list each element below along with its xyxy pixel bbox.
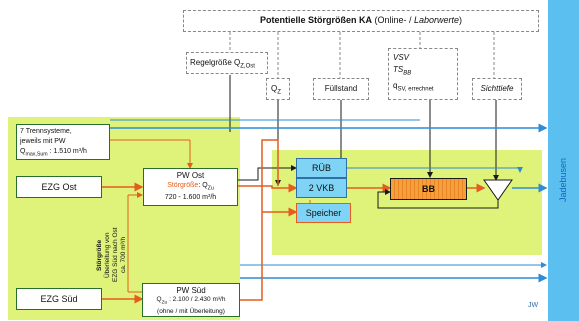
sensor-vsv-ts-qsv: VSV TSBB qSV, errechnet bbox=[388, 48, 458, 100]
header-box: Potentielle Störgrößen KA (Online- / Lab… bbox=[183, 10, 539, 32]
sensor-qz: QZ bbox=[266, 78, 290, 100]
trennsysteme-box: 7 Trennsysteme, jeweils mit PW Qmax,Sum … bbox=[16, 124, 110, 160]
pw-ost-box: PW Ost Störgröße: QZu 720 - 1.600 m³/h bbox=[143, 168, 238, 206]
ueberleitung-annotation: Störgröße Überleitung von EZG Süd nach O… bbox=[96, 227, 127, 283]
clarifier-icon bbox=[483, 179, 513, 201]
pw-sued-to-plant bbox=[240, 139, 279, 301]
ezg-sued-box: EZG Süd bbox=[16, 288, 102, 310]
pw-ost-to-rueb bbox=[238, 165, 297, 181]
return-sludge bbox=[377, 189, 499, 209]
logo: JW bbox=[527, 302, 539, 309]
ezg-ost-box: EZG Ost bbox=[16, 176, 102, 198]
vkb-box: 2 VKB bbox=[296, 178, 347, 198]
bb-box: BB bbox=[390, 178, 467, 200]
pw-ost-to-vkb bbox=[238, 183, 298, 193]
sensor-fuellstand: Füllstand bbox=[313, 78, 369, 100]
sensor-sichttiefe: Sichttiefe bbox=[472, 78, 522, 100]
rueb-to-river bbox=[347, 167, 523, 173]
header-title: Potentielle Störgrößen KA (Online- / Lab… bbox=[259, 15, 463, 25]
speicher-box: Speicher bbox=[296, 203, 351, 223]
pw-sued-box: PW Süd QZu : 2.100 / 2.430 m³/h (ohne / … bbox=[142, 283, 240, 317]
rueb-box: RÜB bbox=[296, 158, 347, 178]
sensor-regelgroesse: Regelgröße QZ,Ost bbox=[186, 52, 268, 74]
river-band bbox=[548, 0, 579, 321]
